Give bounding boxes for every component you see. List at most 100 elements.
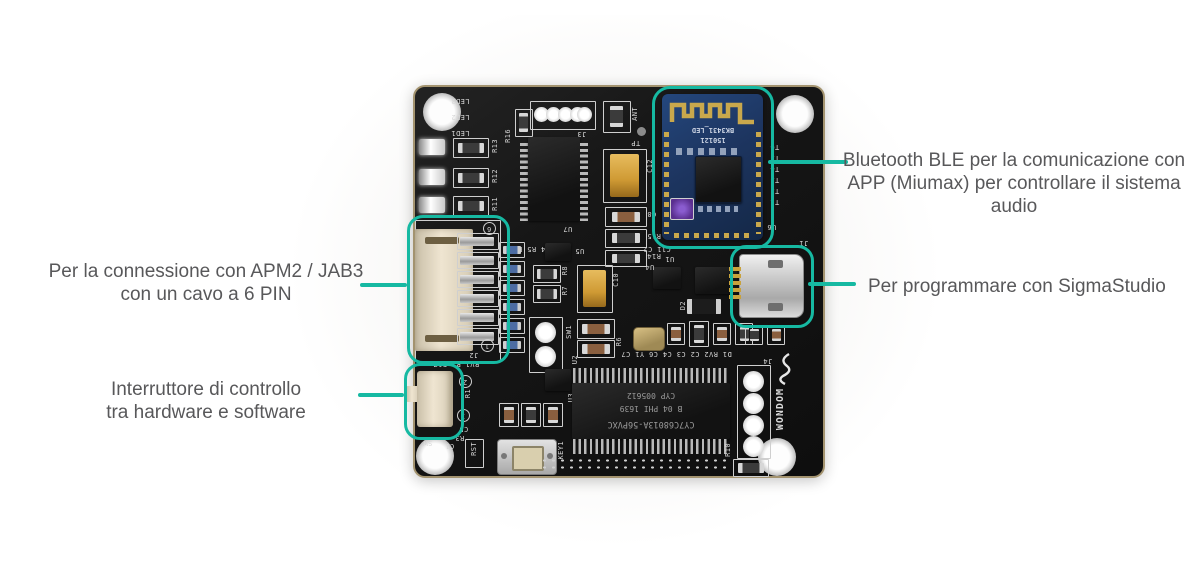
wondom-wave-icon bbox=[779, 352, 791, 386]
annotation-bluetooth-line1: Bluetooth BLE per la comunicazione con bbox=[842, 150, 1186, 171]
silk-rst: RST bbox=[470, 442, 478, 456]
annotation-connector: Per la connessione con APM2 / JAB3 con u… bbox=[38, 260, 374, 306]
annotation-bluetooth: Bluetooth BLE per la comunicazione con A… bbox=[828, 149, 1200, 218]
ble-crystal-purple bbox=[670, 198, 694, 220]
silk-u4: U4 bbox=[645, 263, 655, 271]
usb-pin bbox=[729, 295, 741, 299]
rst-label-box: RST bbox=[465, 439, 484, 468]
silk-u1: U1 bbox=[665, 255, 675, 263]
annotation-switch-line1: Interruttore di controllo bbox=[110, 379, 302, 400]
silk-u2: U2 bbox=[571, 355, 579, 365]
smd-cap bbox=[713, 323, 731, 345]
mainchip-line2: B 04 PHI 1639 bbox=[619, 404, 683, 413]
mounting-hole-bottom-left bbox=[416, 437, 454, 475]
smd bbox=[499, 261, 525, 277]
wondom-text: WONDOM bbox=[775, 388, 786, 431]
ble-smd-row2 bbox=[698, 206, 738, 212]
smd-cap bbox=[767, 325, 785, 345]
component-r11 bbox=[453, 196, 489, 216]
mainchip-line3: CYP 005612 bbox=[626, 391, 676, 400]
annotation-switch: Interruttore di controllo tra hardware e… bbox=[38, 378, 374, 424]
slide-switch-body bbox=[417, 371, 453, 427]
silk-sw: SW bbox=[423, 439, 433, 447]
header-j3 bbox=[530, 101, 596, 130]
annotation-connector-line2: con un cavo a 6 PIN bbox=[120, 284, 292, 305]
callout-box-usb bbox=[730, 245, 814, 328]
silk-r16: R16 bbox=[504, 129, 512, 143]
smd bbox=[499, 318, 525, 334]
component-r6b bbox=[577, 340, 615, 358]
mounting-hole-bottom-right bbox=[758, 438, 796, 476]
silk-d2: D2 bbox=[679, 301, 687, 311]
silk-c10: C10 bbox=[612, 273, 620, 287]
crystal-y1 bbox=[633, 327, 665, 351]
annotation-usb-line1: Per programmare con SigmaStudio bbox=[868, 276, 1166, 297]
component-r7 bbox=[533, 285, 561, 303]
callout-box-switch bbox=[404, 363, 464, 440]
mainchip-pins-top bbox=[573, 368, 729, 383]
ble-pads-bottom bbox=[674, 233, 752, 238]
callout-line-ble bbox=[768, 160, 848, 164]
usb-pin bbox=[729, 267, 741, 271]
pin-slot bbox=[457, 328, 499, 345]
wondom-logo: WONDOM bbox=[767, 352, 803, 442]
component-d2 bbox=[687, 299, 721, 314]
antenna-icon bbox=[669, 102, 754, 125]
j3-pad bbox=[546, 107, 561, 122]
callout-line-switch bbox=[358, 393, 404, 397]
j3-pad bbox=[558, 107, 573, 122]
callout-line-usb bbox=[808, 282, 856, 286]
pin-slot bbox=[457, 309, 499, 326]
silk-r8: R8 bbox=[561, 266, 569, 276]
callout-line-connector bbox=[360, 283, 407, 287]
j3-pad bbox=[577, 107, 592, 122]
r16-body bbox=[519, 113, 528, 132]
smd-cap bbox=[667, 323, 685, 345]
component-c10 bbox=[577, 265, 613, 313]
usb-pin bbox=[729, 281, 741, 285]
silk-r10: R10 bbox=[724, 443, 732, 457]
chip-u7 bbox=[528, 137, 580, 221]
j3-pad bbox=[534, 107, 549, 122]
smd-cap bbox=[521, 403, 541, 427]
silk-r13: R13 bbox=[491, 139, 499, 153]
header-j4 bbox=[737, 365, 771, 459]
test-point bbox=[637, 127, 646, 136]
mainchip-pins-bottom bbox=[573, 439, 729, 454]
mounting-hole-top-right bbox=[776, 95, 814, 133]
component-r16 bbox=[515, 109, 533, 137]
component-r10 bbox=[733, 459, 769, 477]
silk-led1: LED1 bbox=[451, 129, 470, 137]
ble-qfn-chip bbox=[695, 156, 742, 203]
component-c8 bbox=[605, 207, 647, 227]
silk-r11: R11 bbox=[491, 197, 499, 211]
pin-slot bbox=[457, 290, 499, 307]
silk-c1: C1 bbox=[445, 442, 455, 450]
led-component bbox=[419, 197, 445, 213]
sw1-pads bbox=[529, 317, 563, 373]
micro-usb-connector bbox=[739, 254, 804, 318]
mainchip-line1: CY7C68013A-56PVXC bbox=[607, 419, 695, 429]
pin-slot bbox=[457, 233, 499, 250]
component-r6a bbox=[577, 319, 615, 339]
ble-module: BK3431_LED 150121 bbox=[662, 94, 763, 240]
smd bbox=[499, 337, 525, 353]
component-r13 bbox=[453, 138, 489, 158]
silk-r6: R6 bbox=[615, 337, 623, 347]
usb-pin bbox=[729, 274, 741, 278]
silk-r7: R7 bbox=[561, 286, 569, 296]
via-dots bbox=[540, 457, 730, 471]
mounting-hole-top-left bbox=[423, 93, 461, 131]
smd-cap bbox=[543, 403, 563, 427]
ble-pads-left bbox=[664, 132, 669, 234]
main-chip: CYP 005612 B 04 PHI 1639 CY7C68013A-56PV… bbox=[572, 383, 730, 439]
component-ant bbox=[603, 101, 631, 133]
ble-smd-row bbox=[676, 148, 738, 155]
pin-slot bbox=[457, 252, 499, 269]
annotation-switch-line2: tra hardware e software bbox=[106, 402, 306, 423]
callout-box-connector bbox=[407, 215, 510, 364]
silk-ant: ANT bbox=[631, 107, 639, 121]
silk-r14: R14 bbox=[647, 252, 661, 260]
component-c12 bbox=[603, 149, 647, 203]
